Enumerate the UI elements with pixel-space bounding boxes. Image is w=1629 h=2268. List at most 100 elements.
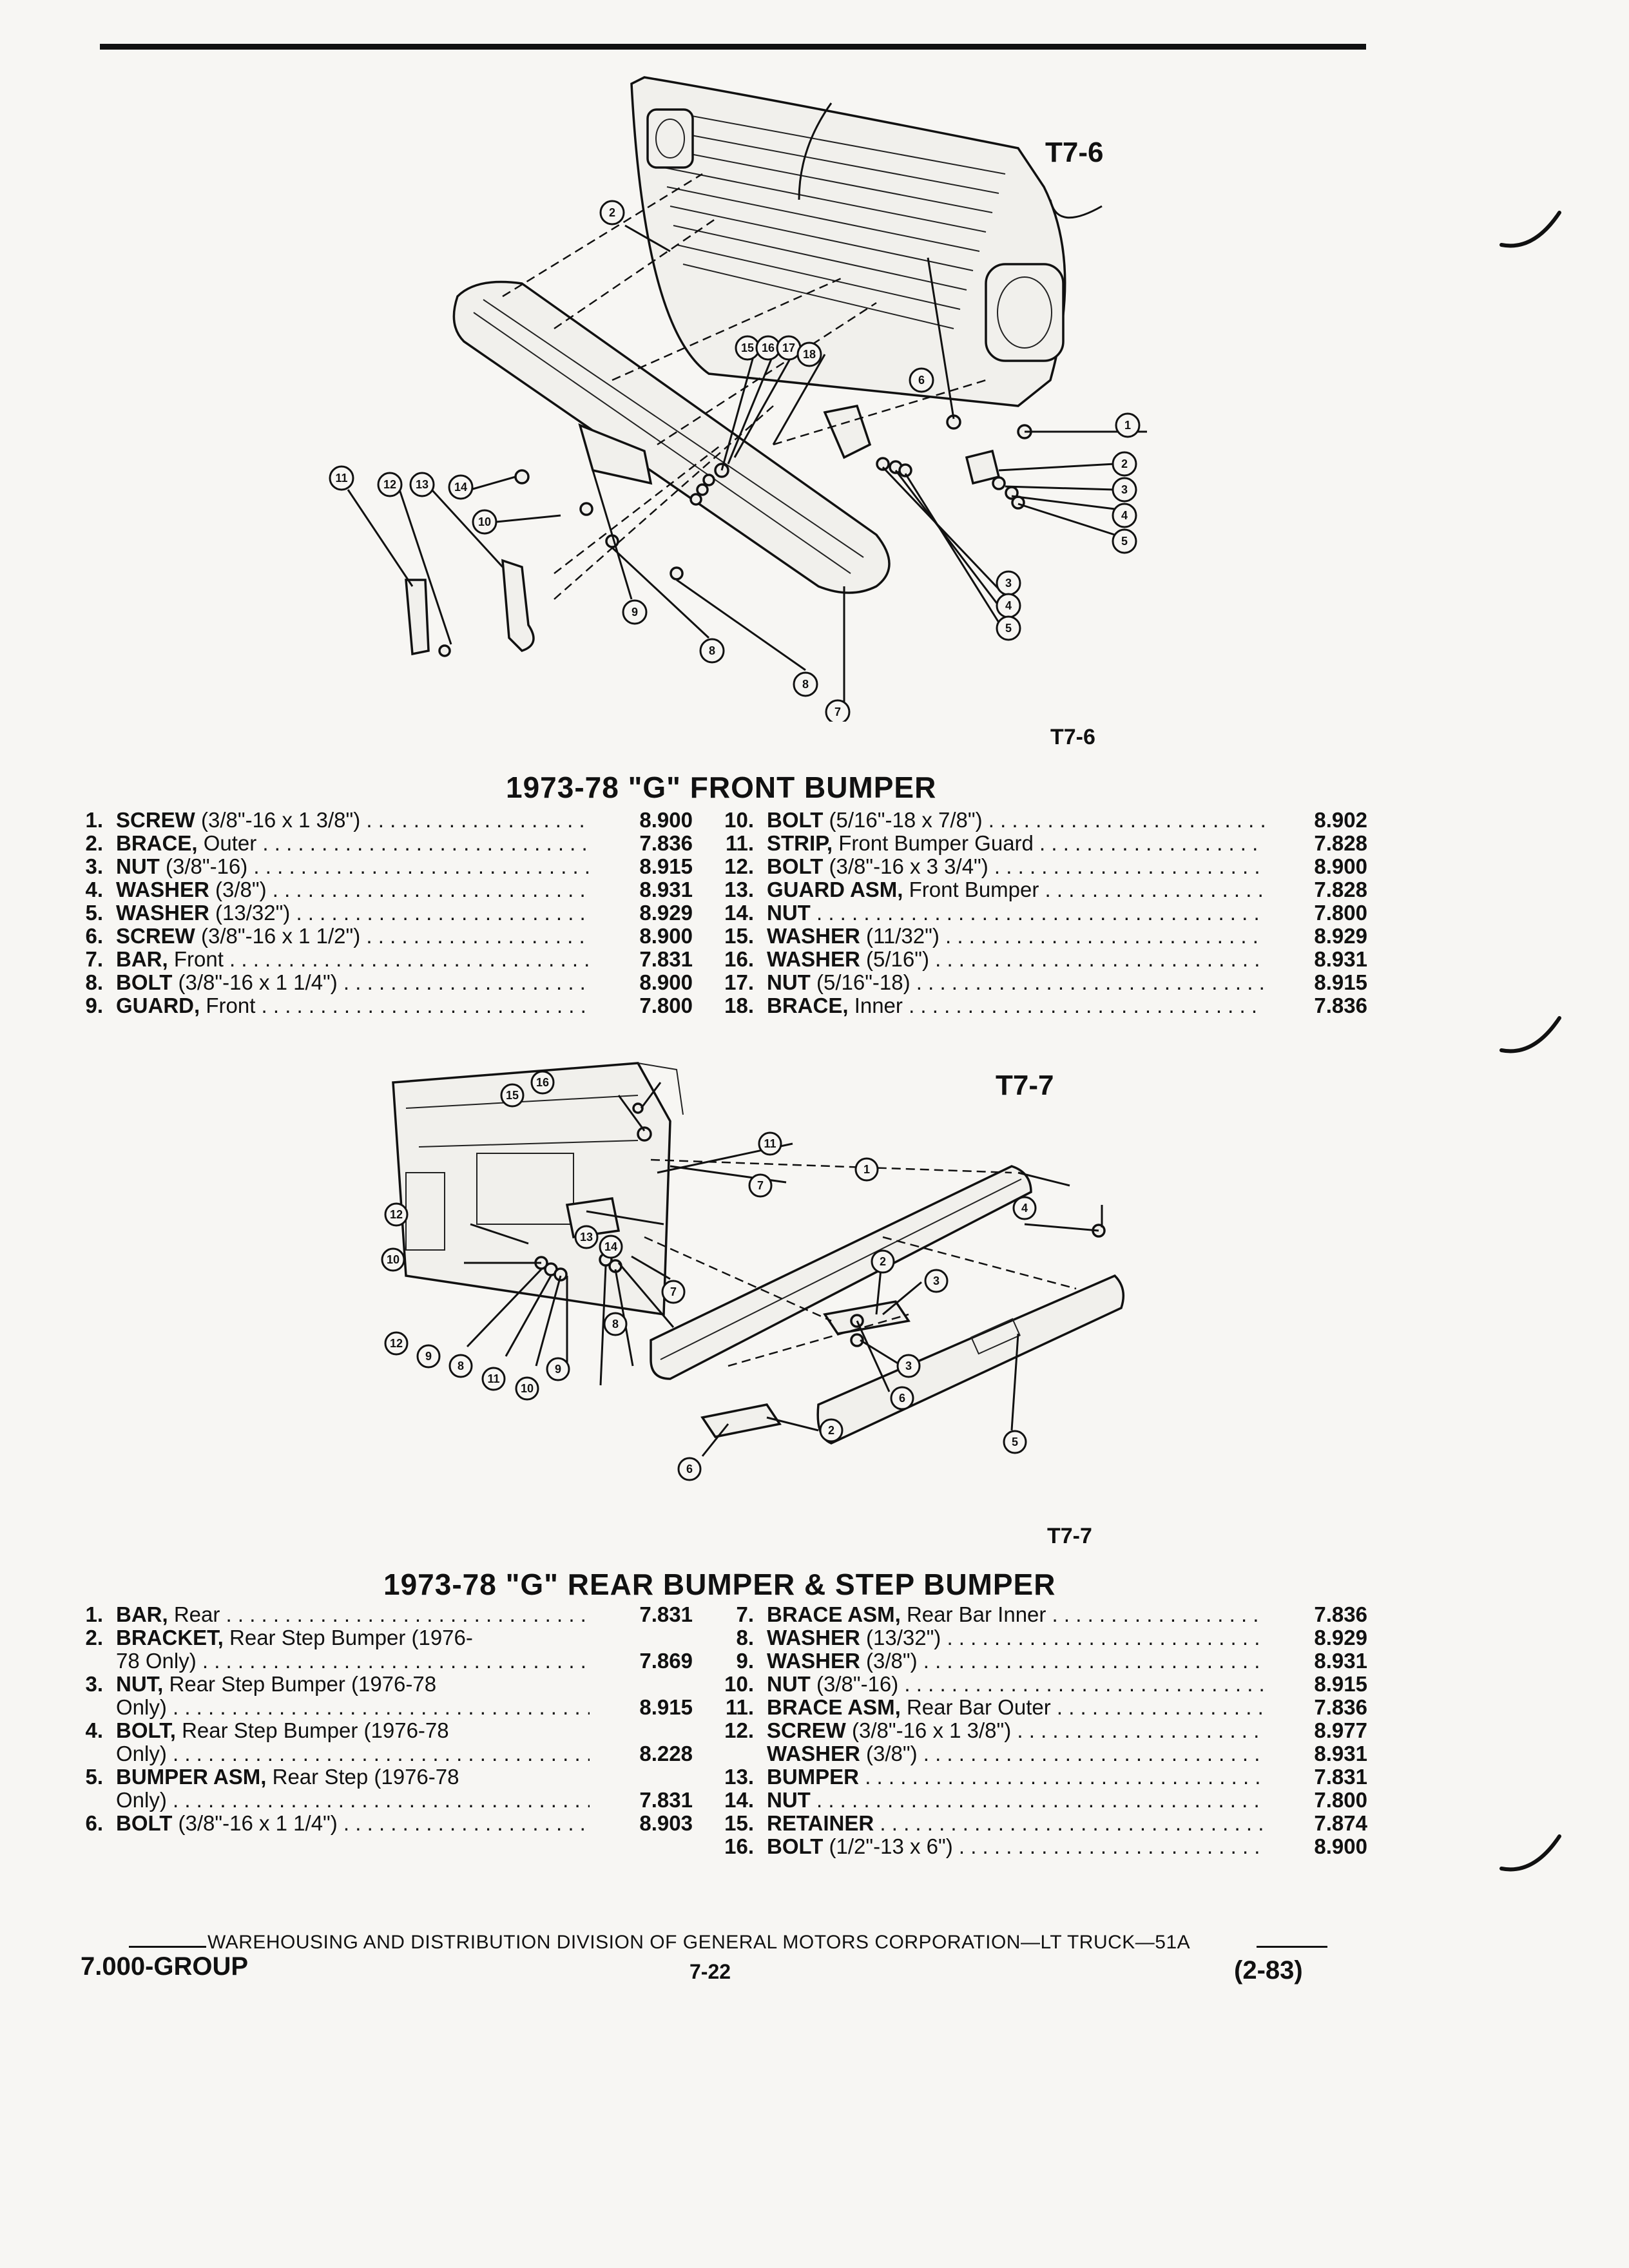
group-code: 7.874 — [1314, 1811, 1367, 1835]
svg-text:3: 3 — [905, 1360, 912, 1372]
svg-text:2: 2 — [828, 1424, 834, 1437]
group-code: 8.228 — [639, 1742, 693, 1765]
part-number: 15. — [724, 1811, 754, 1835]
group-code: 8.929 — [639, 901, 693, 925]
part-description: NUT — [767, 1789, 1264, 1812]
part-description: Only) — [116, 1789, 590, 1812]
part-name: BUMPER — [767, 1765, 860, 1789]
part-name: WASHER — [767, 948, 860, 971]
svg-text:9: 9 — [631, 606, 638, 619]
part-number: 16. — [724, 1834, 754, 1858]
grille-drawing — [630, 76, 1103, 407]
group-code: 7.828 — [1314, 878, 1367, 901]
part-description: 78 Only) — [116, 1649, 590, 1673]
part-detail: Only) — [116, 1742, 167, 1765]
part-detail: (3/8"-16 x 1 3/8") — [852, 1719, 1012, 1742]
part-name: WASHER — [116, 878, 209, 901]
front-bumper-title: 1973-78 "G" FRONT BUMPER — [506, 771, 937, 804]
parts-list-row: 11.BRACE ASM, Rear Bar Outer7.836 — [715, 1696, 1367, 1719]
part-number: 7. — [85, 947, 103, 971]
part-number: 3. — [85, 1672, 103, 1696]
part-number: 14. — [724, 901, 754, 925]
part-number: 10. — [724, 808, 754, 832]
part-description: Only) — [116, 1742, 590, 1765]
group-code: 8.915 — [1314, 1672, 1367, 1696]
footer-page-number: 7-22 — [689, 1960, 731, 1983]
parts-list-row: 6.BOLT (3/8"-16 x 1 1/4")8.903 — [64, 1812, 693, 1835]
group-code: 8.915 — [639, 854, 693, 878]
parts-list-row: Only)8.915 — [64, 1696, 693, 1719]
svg-text:14: 14 — [604, 1240, 617, 1253]
part-number: 5. — [85, 1765, 103, 1789]
group-code: 8.931 — [639, 878, 693, 901]
parts-list-row: 5.BUMPER ASM, Rear Step (1976-78 — [64, 1765, 693, 1789]
parts-list-row: 15.WASHER (11/32")8.929 — [715, 925, 1367, 948]
rear-callouts: 15 16 11 1 4 7 12 13 14 2 3 10 7 8 12 9 … — [381, 1070, 1037, 1481]
svg-text:6: 6 — [918, 374, 925, 387]
svg-text:5: 5 — [1121, 535, 1128, 548]
parts-list-row: 4.BOLT, Rear Step Bumper (1976-78 — [64, 1719, 693, 1742]
part-name: NUT — [767, 971, 811, 994]
svg-text:6: 6 — [899, 1392, 905, 1405]
part-name: BOLT — [116, 1812, 173, 1835]
parts-list-row: 9.WASHER (3/8")8.931 — [715, 1649, 1367, 1673]
part-detail: Front Bumper — [909, 878, 1039, 901]
part-detail: (1/2"-13 x 6") — [829, 1835, 953, 1858]
part-description: WASHER (3/8") — [116, 878, 590, 901]
group-code: 7.869 — [639, 1649, 693, 1673]
group-code: 7.831 — [639, 1788, 693, 1812]
group-code: 8.931 — [1314, 1742, 1367, 1765]
svg-text:11: 11 — [335, 472, 347, 485]
parts-list-row: Only) 7.831 — [64, 1789, 693, 1812]
part-description: NUT (3/8"-16) — [116, 855, 590, 878]
part-description: Only) — [116, 1696, 590, 1719]
part-number: 11. — [725, 1695, 754, 1719]
parts-list-row: 18.BRACE, Inner7.836 — [715, 994, 1367, 1017]
part-name: NUT — [767, 1789, 811, 1812]
parts-list-row: 6.SCREW (3/8"-16 x 1 1/2")8.900 — [64, 925, 693, 948]
part-detail: (3/8"-16) — [816, 1673, 899, 1696]
part-number: 11. — [725, 831, 754, 855]
part-description: SCREW (3/8"-16 x 1 1/2") — [116, 925, 590, 948]
part-name: BRACKET, — [116, 1626, 224, 1649]
part-number: 12. — [724, 1718, 754, 1742]
parts-list-row: 17.NUT (5/16"-18)8.915 — [715, 971, 1367, 994]
rear-bumper-diagram: 15 16 11 1 4 7 12 13 14 2 3 10 7 8 12 9 … — [381, 1062, 1125, 1481]
parts-list-row: 8.WASHER (13/32")8.929 — [715, 1626, 1367, 1649]
parts-list-row: 11.STRIP, Front Bumper Guard7.828 — [715, 832, 1367, 855]
svg-text:8: 8 — [709, 644, 715, 657]
part-description: WASHER (13/32") — [767, 1626, 1264, 1649]
part-name: BRACE ASM, — [767, 1696, 901, 1719]
svg-text:12: 12 — [390, 1337, 403, 1350]
part-description: WASHER (13/32") — [116, 901, 590, 925]
part-number: 8. — [736, 1626, 754, 1649]
svg-text:5: 5 — [1012, 1436, 1018, 1448]
front-bumper-illustration: 2 15 16 17 18 6 1 2 3 4 5 3 4 5 11 12 13… — [309, 71, 1147, 722]
svg-text:10: 10 — [478, 515, 491, 528]
front-callouts: 2 15 16 17 18 6 1 2 3 4 5 3 4 5 11 12 13… — [329, 200, 1141, 722]
part-name: WASHER — [767, 925, 860, 948]
group-code: 8.931 — [1314, 1649, 1367, 1673]
part-name: BAR, — [116, 1603, 168, 1626]
part-detail: (3/8"-16 x 3 3/4") — [829, 855, 988, 878]
svg-text:10: 10 — [521, 1382, 534, 1395]
part-name: WASHER — [767, 1626, 860, 1649]
part-detail: (5/16"-18 x 7/8") — [829, 809, 983, 832]
part-description: NUT (5/16"-18) — [767, 971, 1264, 994]
group-code: 7.800 — [639, 994, 693, 1017]
svg-text:4: 4 — [1021, 1202, 1028, 1215]
svg-text:2: 2 — [1121, 457, 1128, 470]
part-detail: Rear Step Bumper (1976-78 — [182, 1719, 449, 1742]
group-code: 8.977 — [1314, 1718, 1367, 1742]
parts-list-row: 3.NUT, Rear Step Bumper (1976-78 — [64, 1673, 693, 1696]
part-number: 5. — [85, 901, 103, 925]
parts-list-row: 12.BOLT (3/8"-16 x 3 3/4")8.900 — [715, 855, 1367, 878]
part-number: 3. — [85, 854, 103, 878]
svg-text:3: 3 — [1005, 577, 1012, 590]
rear-figure-code: T7-7 — [996, 1070, 1054, 1101]
parts-list-row: WASHER (3/8")8.931 — [715, 1742, 1367, 1765]
part-description: BRACE ASM, Rear Bar Outer — [767, 1696, 1264, 1719]
front-bar-drawing — [452, 280, 891, 594]
group-code: 7.831 — [639, 947, 693, 971]
